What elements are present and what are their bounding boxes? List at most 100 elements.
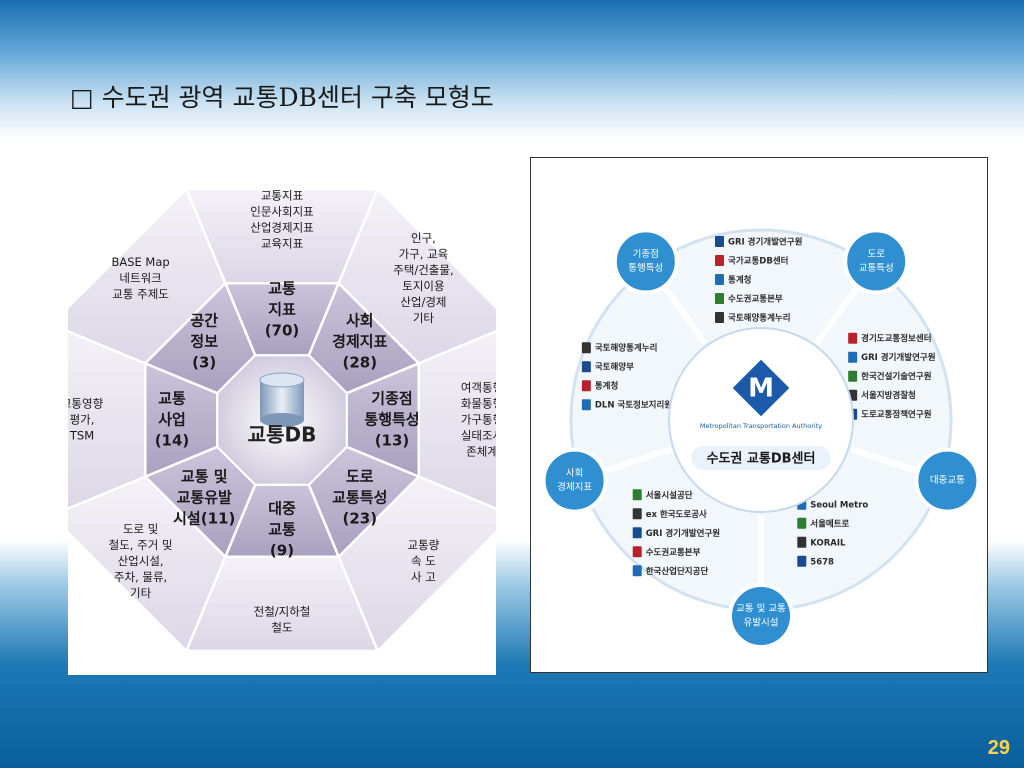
outer-label-line: 평가, <box>70 413 95 427</box>
outer-label-line: 존체계 <box>466 445 496 459</box>
outer-label-line: 인구, <box>411 231 436 245</box>
outer-label-line: 산업시설, <box>118 554 164 568</box>
org-logo-icon <box>715 236 724 247</box>
outer-label-line: 가구, 교육 <box>399 247 449 261</box>
center-name-pill <box>691 446 831 470</box>
category-bubble-label: 통행특성 <box>628 262 663 274</box>
org-name: 5678 <box>810 557 834 567</box>
category-bubble-label: 도로 <box>867 249 885 260</box>
outer-label-line: 교통량 <box>408 538 440 552</box>
outer-label-line: 철도, 주거 및 <box>109 538 173 552</box>
inner-label-line: (70) <box>265 322 300 340</box>
org-logo-icon <box>581 342 591 354</box>
outer-label-line: 실태조사 <box>461 429 496 443</box>
mta-subtitle: Metropolitan Transportation Authority <box>700 422 822 430</box>
outer-label-line: 인문사회지표 <box>250 205 313 219</box>
mta-logo-letter: M <box>748 374 774 404</box>
database-icon <box>259 372 305 427</box>
org-logo-icon <box>632 527 642 539</box>
outer-label-line: 교육지표 <box>261 237 303 251</box>
org-logo-icon <box>848 332 858 344</box>
org-logo-icon <box>581 361 591 373</box>
outer-label-line: 교통지표 <box>261 189 303 203</box>
outer-label-line: 기타 <box>130 586 152 600</box>
org-name: GRI 경기개발연구원 <box>728 237 803 248</box>
outer-label-line: 교통 주제도 <box>112 287 169 301</box>
org-logo-icon <box>797 536 807 548</box>
org-radial-diagram: GRI 경기개발연구원국가교통DB센터통계청수도권교통본부국토해양통계누리경기도… <box>541 228 981 649</box>
inner-label-line: 사회 <box>346 312 374 330</box>
inner-label-line: (14) <box>155 432 190 450</box>
inner-label-line: 교통특성 <box>332 488 387 506</box>
inner-label-line: 도로 <box>346 467 374 485</box>
org-name: 한국산업단지공단 <box>646 566 709 577</box>
center-name: 수도권 교통DB센터 <box>707 451 816 467</box>
org-logo-icon <box>715 255 724 266</box>
org-name: KORAIL <box>810 538 846 548</box>
org-logo-icon <box>848 370 858 382</box>
category-bubble-label: 유발시설 <box>744 618 779 629</box>
outer-label-line: 기타 <box>413 311 435 325</box>
org-logo-icon <box>632 565 642 577</box>
category-bubble-label: 경제지표 <box>557 481 592 493</box>
outer-label-line: 교통영향 <box>68 397 104 411</box>
outer-label-line: 도로 및 <box>123 522 158 536</box>
inner-label-line: 지표 <box>268 301 296 319</box>
org-name: 통계청 <box>595 381 618 392</box>
category-bubble-label: 교통특성 <box>859 263 894 274</box>
org-logo-icon <box>632 546 642 558</box>
org-logo-icon <box>581 399 591 411</box>
inner-label-line: 기종점 <box>371 390 412 408</box>
inner-label-line: 교통 및 <box>181 467 228 485</box>
outer-label-line: 사 고 <box>411 570 436 584</box>
inner-label-line: 공간 <box>190 312 218 330</box>
inner-label-line: (9) <box>270 542 294 560</box>
org-name: 도로교통정책연구원 <box>861 409 932 420</box>
inner-label-line: (13) <box>375 432 410 450</box>
inner-label-line: 통행특성 <box>364 411 419 429</box>
outer-label-line: 주택/건출물, <box>393 263 453 277</box>
org-logo-icon <box>715 274 724 285</box>
org-name: 수도권교통본부 <box>646 547 701 558</box>
page-number: 29 <box>987 737 1010 759</box>
org-name: GRI 경기개발연구원 <box>646 528 721 539</box>
outer-label-line: 네트워크 <box>119 271 161 285</box>
org-name: 서울지방경찰청 <box>861 390 916 401</box>
category-bubble: 대중교통 <box>914 447 981 514</box>
org-logo-icon <box>632 508 642 520</box>
inner-label-line: 교통 <box>268 280 296 298</box>
org-name: 서울메트로 <box>810 518 849 529</box>
inner-label-line: 정보 <box>190 333 218 351</box>
inner-label-line: (23) <box>342 509 377 527</box>
org-name: GRI 경기개발연구원 <box>861 352 936 363</box>
org-name: 국토해양통계누리 <box>595 343 658 354</box>
outer-label-line: 가구통행 <box>461 413 496 427</box>
inner-label-line: 대중 <box>268 500 296 518</box>
center-circle <box>668 327 854 513</box>
outer-label-line: 속 도 <box>411 554 436 568</box>
inner-label-line: (28) <box>342 354 377 372</box>
org-logo-icon <box>797 517 807 529</box>
org-logo-icon <box>848 351 858 363</box>
org-name: DLN 국토정보지리원 <box>595 400 672 411</box>
inner-label-line: 사업 <box>158 411 186 429</box>
outer-label-line: 여객통행 <box>461 381 496 395</box>
org-logo-icon <box>632 489 642 501</box>
org-name: 통계청 <box>728 275 751 286</box>
core-label: 교통DB <box>248 423 317 447</box>
inner-label-line: 교통 <box>158 390 186 408</box>
